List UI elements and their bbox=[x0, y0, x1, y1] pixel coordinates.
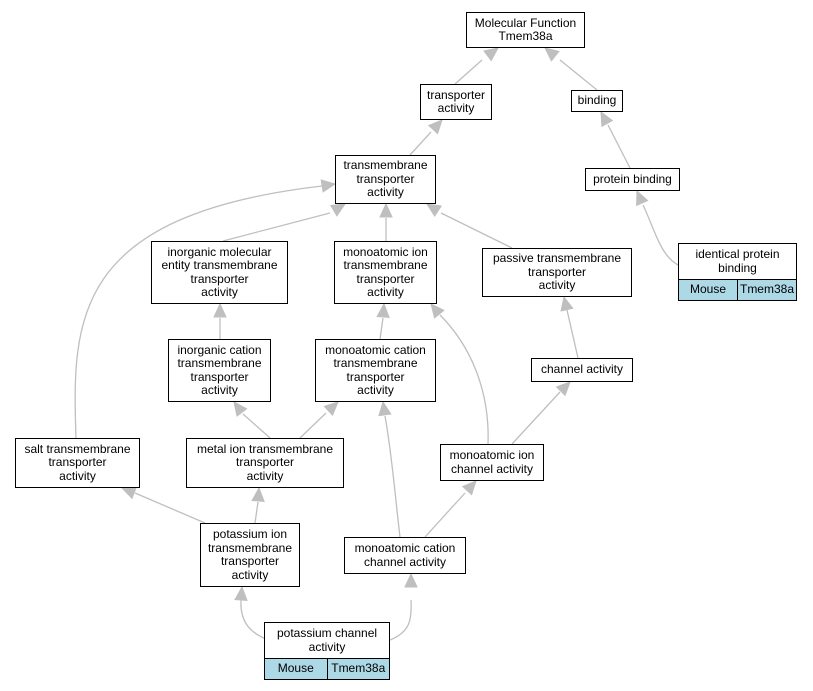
edge-potassium-channel-to-monoatomic-cation-channel-arrowhead bbox=[404, 572, 418, 588]
node-label: potassium ion transmembrane transporter … bbox=[207, 527, 293, 582]
edge-transporter-to-mf-arrowhead bbox=[483, 47, 499, 62]
edge-monoatomic-ion-to-transmembrane-arrowhead bbox=[379, 202, 393, 218]
edge-potassium-ion-to-salt bbox=[134, 492, 206, 524]
node-transmembrane-transporter-activity[interactable]: transmembrane transporter activity bbox=[335, 155, 436, 204]
edge-transmembrane-to-transporter bbox=[409, 131, 432, 156]
node-channel-activity[interactable]: channel activity bbox=[531, 358, 633, 382]
annotation-row: Mouse Tmem38a bbox=[679, 280, 796, 300]
node-label: monoatomic cation channel activity bbox=[354, 541, 456, 569]
species-cell: Mouse bbox=[265, 659, 327, 679]
node-inorganic-cation[interactable]: inorganic cation transmembrane transport… bbox=[168, 339, 271, 402]
edge-potassium-ion-to-salt-arrowhead bbox=[120, 486, 138, 500]
edge-metal-ion-to-inorganic-cation bbox=[242, 413, 271, 439]
edge-passive-to-transmembrane-arrowhead bbox=[425, 203, 443, 218]
edge-monoatomic-cation-to-monoatomic-ion-arrowhead bbox=[376, 302, 390, 318]
node-potassium-ion-transmembrane[interactable]: potassium ion transmembrane transporter … bbox=[200, 523, 300, 587]
edge-channel-to-passive-arrowhead bbox=[560, 295, 574, 312]
edge-inorganic-cation-to-inorganic-molecular-arrowhead bbox=[213, 302, 227, 318]
edge-monoatomic-ion-channel-to-channel-arrowhead bbox=[555, 381, 571, 397]
node-label: inorganic cation transmembrane transport… bbox=[177, 342, 262, 397]
node-label: metal ion transmembrane transporter acti… bbox=[196, 441, 334, 483]
edge-channel-to-passive bbox=[566, 309, 579, 359]
node-label: binding bbox=[577, 93, 617, 108]
edge-metal-ion-to-monoatomic-cation-arrowhead bbox=[323, 401, 339, 417]
edge-potassium-channel-to-potassium-ion bbox=[240, 599, 269, 641]
node-protein-binding[interactable]: protein binding bbox=[585, 168, 680, 191]
edge-monoatomic-cation-channel-to-monoatomic-ion-channel bbox=[424, 492, 466, 538]
node-molecular-function[interactable]: Molecular Function Tmem38a bbox=[466, 12, 585, 48]
edge-binding-to-mf bbox=[559, 59, 598, 91]
edge-passive-to-transmembrane bbox=[440, 212, 513, 249]
edge-potassium-channel-to-potassium-ion-arrowhead bbox=[234, 585, 248, 601]
edge-potassium-channel-to-monoatomic-cation-channel bbox=[389, 599, 412, 641]
node-binding[interactable]: binding bbox=[571, 90, 623, 112]
node-label: Molecular Function Tmem38a bbox=[474, 15, 577, 43]
node-salt-transmembrane[interactable]: salt transmembrane transporter activity bbox=[15, 438, 140, 488]
edge-potassium-ion-to-metal-ion bbox=[254, 501, 259, 524]
edge-transporter-to-mf bbox=[454, 59, 483, 85]
edge-metal-ion-to-inorganic-cation-arrowhead bbox=[233, 401, 248, 417]
node-label: identical protein binding bbox=[679, 244, 796, 280]
edge-transmembrane-to-transporter-arrowhead bbox=[427, 119, 443, 135]
node-monoatomic-cation-channel[interactable]: monoatomic cation channel activity bbox=[344, 537, 466, 574]
edge-monoatomic-cation-channel-to-monoatomic-cation bbox=[384, 415, 401, 538]
node-label: channel activity bbox=[540, 362, 624, 377]
node-label: transmembrane transporter activity bbox=[343, 158, 428, 200]
edge-potassium-ion-to-metal-ion-arrowhead bbox=[251, 486, 265, 502]
node-label: transporter activity bbox=[426, 87, 486, 115]
node-label: salt transmembrane transporter activity bbox=[24, 441, 131, 483]
edge-protein-binding-to-binding-arrowhead bbox=[600, 110, 614, 128]
edge-identical-to-protein-binding bbox=[642, 204, 679, 266]
edge-monoatomic-ion-channel-to-channel bbox=[511, 391, 561, 445]
node-identical-protein-binding[interactable]: identical protein binding Mouse Tmem38a bbox=[678, 243, 797, 301]
edge-monoatomic-ion-channel-to-monoatomic-ion-arrowhead bbox=[430, 303, 445, 319]
node-monoatomic-ion-transmembrane[interactable]: monoatomic ion transmembrane transporter… bbox=[334, 241, 437, 304]
edge-binding-to-mf-arrowhead bbox=[544, 47, 560, 62]
node-monoatomic-ion-channel[interactable]: monoatomic ion channel activity bbox=[440, 444, 544, 481]
node-label: passive transmembrane transporter activi… bbox=[492, 251, 622, 293]
edge-monoatomic-cation-to-monoatomic-ion bbox=[379, 317, 384, 340]
node-inorganic-molecular-entity[interactable]: inorganic molecular entity transmembrane… bbox=[151, 241, 288, 304]
node-label: monoatomic cation transmembrane transpor… bbox=[325, 342, 426, 397]
node-metal-ion-transmembrane[interactable]: metal ion transmembrane transporter acti… bbox=[186, 438, 344, 488]
edge-inorganic-molecular-to-transmembrane bbox=[222, 212, 331, 242]
node-label: potassium channel activity bbox=[265, 623, 389, 659]
gene-cell: Tmem38a bbox=[326, 659, 389, 679]
edge-monoatomic-cation-channel-to-monoatomic-cation-arrowhead bbox=[378, 400, 392, 417]
node-label: protein binding bbox=[593, 171, 672, 186]
edge-identical-to-protein-binding-arrowhead bbox=[636, 189, 649, 207]
gene-cell: Tmem38a bbox=[737, 280, 796, 300]
edge-inorganic-molecular-to-transmembrane-arrowhead bbox=[329, 203, 347, 217]
node-label: monoatomic ion channel activity bbox=[449, 448, 535, 476]
node-label: monoatomic ion transmembrane transporter… bbox=[343, 244, 428, 299]
edge-protein-binding-to-binding bbox=[607, 124, 631, 169]
node-potassium-channel-activity[interactable]: potassium channel activity Mouse Tmem38a bbox=[264, 622, 390, 680]
edge-salt-to-transmembrane-arrowhead bbox=[320, 179, 337, 193]
edge-monoatomic-ion-channel-to-monoatomic-ion bbox=[439, 314, 489, 445]
edge-salt-to-transmembrane bbox=[74, 185, 323, 439]
node-label: inorganic molecular entity transmembrane… bbox=[161, 244, 278, 299]
species-cell: Mouse bbox=[679, 280, 737, 300]
node-monoatomic-cation-transmembrane[interactable]: monoatomic cation transmembrane transpor… bbox=[315, 339, 436, 402]
edge-monoatomic-cation-channel-to-monoatomic-ion-channel-arrowhead bbox=[461, 480, 477, 496]
node-transporter-activity[interactable]: transporter activity bbox=[420, 84, 492, 120]
annotation-row: Mouse Tmem38a bbox=[265, 659, 389, 679]
node-passive-transmembrane[interactable]: passive transmembrane transporter activi… bbox=[482, 248, 632, 297]
edge-metal-ion-to-monoatomic-cation bbox=[299, 412, 327, 439]
